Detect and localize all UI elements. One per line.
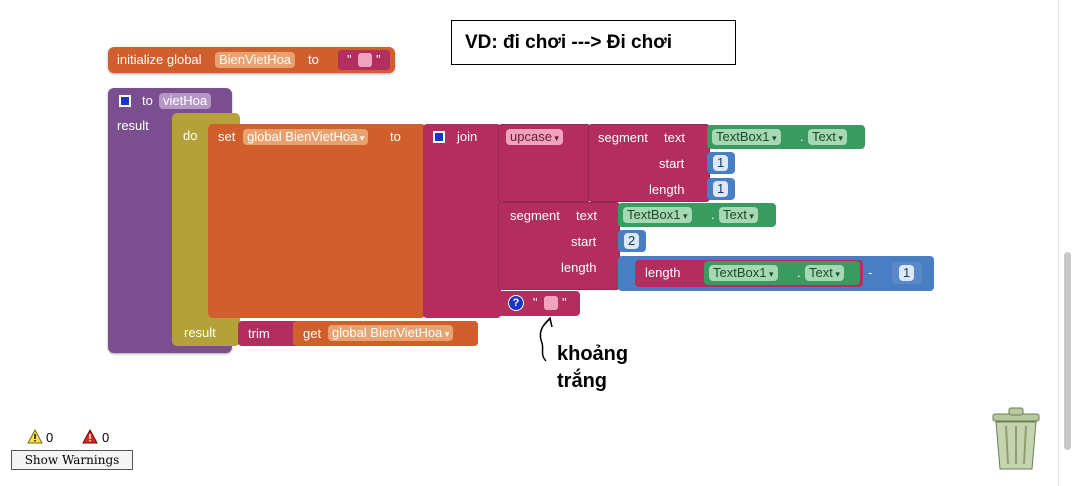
seg2-length-label: length xyxy=(561,260,597,275)
init-global-block[interactable]: initialize global BienVietHoa to " " xyxy=(108,47,395,73)
seg1-start-number[interactable]: 1 xyxy=(707,152,735,174)
vertical-scrollbar-track[interactable] xyxy=(1058,0,1076,486)
set-global-block[interactable]: set global BienVietHoa to xyxy=(208,124,426,318)
seg1-dot: . xyxy=(800,129,804,144)
seg1-length-label: length xyxy=(649,182,685,197)
length-prop-dropdown[interactable]: Text xyxy=(805,265,844,281)
seg1-textbox-block[interactable]: TextBox1 . Text xyxy=(707,125,865,149)
do-label: do xyxy=(183,128,198,143)
seg1-length-number[interactable]: 1 xyxy=(707,178,735,200)
init-var-name[interactable]: BienVietHoa xyxy=(215,52,296,68)
seg1-component-dropdown[interactable]: TextBox1 xyxy=(712,129,781,145)
space-quote-right: " xyxy=(562,295,567,310)
segment-block-2[interactable]: segment text start length xyxy=(498,202,620,290)
show-warnings-button[interactable]: Show Warnings xyxy=(11,450,133,470)
proc-result-label: result xyxy=(117,118,149,133)
set-var-dropdown[interactable]: global BienVietHoa xyxy=(243,129,369,145)
proc-to: to xyxy=(142,93,153,108)
upcase-dropdown[interactable]: upcase xyxy=(506,129,563,145)
seg1-length-value[interactable]: 1 xyxy=(713,181,729,197)
mutator-icon[interactable] xyxy=(119,95,131,107)
seg2-start-label: start xyxy=(571,234,597,249)
minus-number-value[interactable]: 1 xyxy=(899,265,915,281)
space-text-field[interactable] xyxy=(544,296,558,310)
note-box: VD: đi chơi ---> Đi chơi xyxy=(451,20,736,65)
note-text: VD: đi chơi ---> Đi chơi xyxy=(465,32,672,53)
set-keyword: set xyxy=(218,129,236,144)
annotation-text: khoảng trắng xyxy=(557,341,628,395)
warning-icon xyxy=(27,429,43,444)
vertical-scrollbar-thumb[interactable] xyxy=(1064,252,1071,450)
seg2-start-number[interactable]: 2 xyxy=(618,230,646,252)
quote-left: " xyxy=(347,52,352,67)
minus-operator: - xyxy=(868,265,873,280)
help-icon[interactable]: ? xyxy=(508,295,524,311)
error-count: 0 xyxy=(102,430,110,445)
seg2-dot: . xyxy=(711,207,715,222)
seg2-keyword: segment xyxy=(510,208,560,223)
length-component-dropdown[interactable]: TextBox1 xyxy=(709,265,778,281)
upcase-block[interactable]: upcase xyxy=(498,124,591,202)
seg1-start-value[interactable]: 1 xyxy=(713,155,729,171)
proc-name[interactable]: vietHoa xyxy=(159,93,212,109)
seg1-prop-dropdown[interactable]: Text xyxy=(808,129,847,145)
text-space-block[interactable]: ? " " xyxy=(498,291,580,316)
error-icon xyxy=(82,429,98,444)
segment-block-1[interactable]: segment text start length xyxy=(588,124,710,202)
join-mutator-icon[interactable] xyxy=(433,131,445,143)
get-keyword: get xyxy=(303,326,322,341)
result-label: result xyxy=(184,325,216,340)
trim-block[interactable]: trim get global BienVietHoa xyxy=(238,321,478,346)
minus-number-block[interactable]: 1 xyxy=(892,262,922,284)
annotation-line-1: khoảng xyxy=(557,343,629,365)
seg2-component-dropdown[interactable]: TextBox1 xyxy=(623,207,692,223)
seg2-start-value[interactable]: 2 xyxy=(624,233,640,249)
init-keyword: initialize global xyxy=(117,52,202,67)
trash-can-icon[interactable] xyxy=(990,406,1042,472)
get-var-dropdown[interactable]: global BienVietHoa xyxy=(328,325,454,341)
seg2-text-label: text xyxy=(576,208,597,223)
length-dot: . xyxy=(797,265,801,280)
length-textbox-block[interactable]: TextBox1 . Text xyxy=(704,261,860,285)
seg1-keyword: segment xyxy=(598,130,648,145)
join-block[interactable]: join xyxy=(423,124,501,318)
trim-keyword: trim xyxy=(248,326,270,341)
seg1-start-label: start xyxy=(659,156,685,171)
init-text-block[interactable]: " " xyxy=(338,50,390,70)
set-to: to xyxy=(390,129,401,144)
space-quote-left: " xyxy=(533,295,538,310)
length-keyword: length xyxy=(645,265,681,280)
quote-right: " xyxy=(376,52,381,67)
init-to: to xyxy=(308,52,319,67)
annotation-arrow-icon xyxy=(539,316,553,362)
seg2-textbox-block[interactable]: TextBox1 . Text xyxy=(618,203,776,227)
warning-count: 0 xyxy=(46,430,54,445)
empty-text-field[interactable] xyxy=(358,53,372,67)
length-block[interactable]: length TextBox1 . Text xyxy=(635,260,863,287)
get-global-block[interactable]: get global BienVietHoa xyxy=(293,321,478,346)
join-keyword: join xyxy=(457,129,478,144)
seg2-prop-dropdown[interactable]: Text xyxy=(719,207,758,223)
seg1-text-label: text xyxy=(664,130,685,145)
annotation-line-2: trắng xyxy=(557,370,607,392)
